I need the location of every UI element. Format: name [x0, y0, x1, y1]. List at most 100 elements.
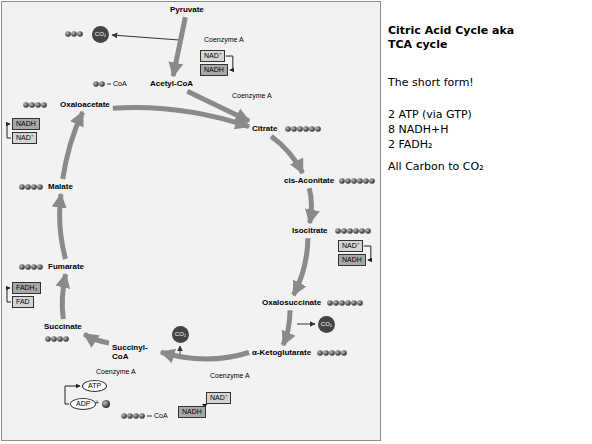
- carbon-atom: [363, 178, 369, 184]
- cycle-arrow: [60, 194, 66, 259]
- carbon-atom: [315, 126, 321, 132]
- carbon-atom: [365, 228, 371, 234]
- node-text: Succinate: [44, 322, 82, 331]
- node-text: NADH: [16, 120, 36, 128]
- diagram-label: Coenzyme A: [96, 368, 136, 375]
- carbon-atom: [65, 31, 71, 37]
- node-text: NADH: [342, 256, 362, 264]
- carbon-atom: [127, 413, 133, 419]
- cofactor-box: NAD⁺: [12, 132, 37, 144]
- node-text: Malate: [48, 182, 73, 191]
- carbon-atom: [41, 102, 47, 108]
- cofactor-box: NADH: [200, 64, 228, 76]
- carbon-atom: [139, 413, 145, 419]
- carbon-atom: [341, 228, 347, 234]
- carbon-atom: [121, 413, 127, 419]
- carbon-atom: [357, 300, 363, 306]
- cycle-arrow: [113, 108, 249, 127]
- diagram-label: CoA: [154, 412, 168, 419]
- cofactor-box: FADH₂: [12, 282, 41, 294]
- carbon-atom: [359, 228, 365, 234]
- node-text: FAD: [16, 298, 30, 306]
- summary-line: The short form!: [388, 76, 474, 89]
- cycle-arrow: [173, 17, 185, 76]
- slide-title: Citric Acid Cycle aka TCA cycle: [388, 24, 523, 52]
- carbon-atom: [347, 228, 353, 234]
- coa-bond: [147, 416, 152, 417]
- carbon-atom: [31, 184, 37, 190]
- carbon-atom: [57, 336, 63, 342]
- node-text: CO₂: [175, 331, 186, 338]
- cycle-arrow: [63, 112, 83, 179]
- cofactor-arrow: [7, 124, 11, 138]
- cofactor-box: NADH: [178, 406, 206, 418]
- cofactor-arrow: [7, 288, 11, 302]
- carbon-atom: [351, 300, 357, 306]
- carbon-atom: [23, 102, 29, 108]
- cofactor-box: NAD⁺: [338, 240, 363, 252]
- cycle-arrow: [161, 352, 249, 359]
- cofactor-box: NAD⁺: [206, 392, 231, 404]
- carbon-atom: [25, 184, 31, 190]
- carbon-atom: [31, 264, 37, 270]
- image-frame: [2, 2, 381, 441]
- carbon-atom: [133, 413, 139, 419]
- node-text: CO₂: [321, 321, 332, 328]
- cycle-arrow: [309, 188, 311, 223]
- co2-release-arrow: [297, 324, 315, 325]
- node-text: NAD⁺: [342, 242, 359, 250]
- metabolite-name: Acetyl-CoA: [150, 79, 193, 88]
- carbon-atom: [369, 178, 375, 184]
- node-text: FADH₂: [16, 284, 37, 292]
- cofactor-box: NADH: [338, 254, 366, 266]
- carbon-atom: [323, 350, 329, 356]
- carbon-atom: [63, 336, 69, 342]
- cycle-arrow: [84, 334, 109, 343]
- carbon-atom: [341, 350, 347, 356]
- carbon-atom: [303, 126, 309, 132]
- node-text: Oxaloacetate: [60, 100, 110, 109]
- node-text: cis-Aconitate: [284, 176, 334, 185]
- carbon-atom: [309, 126, 315, 132]
- carbon-atom: [93, 81, 99, 87]
- carbon-atom: [345, 178, 351, 184]
- metabolite-name: cis-Aconitate: [284, 176, 334, 185]
- carbon-atom: [51, 336, 57, 342]
- carbon-atom: [339, 300, 345, 306]
- carbon-atom: [71, 31, 77, 37]
- diagram-label: CoA: [113, 80, 127, 87]
- node-text: Acetyl-CoA: [150, 79, 193, 88]
- carbon-atom: [329, 350, 335, 356]
- carbon-atom: [333, 300, 339, 306]
- carbon-atom: [351, 178, 357, 184]
- summary-line: 2 ATP (via GTP): [388, 108, 472, 121]
- node-text: α-Ketoglutarate: [252, 348, 311, 357]
- metabolite-name: Pyruvate: [170, 5, 204, 14]
- metabolite-name: Malate: [48, 182, 73, 191]
- diagram-label: Coenzyme A: [204, 36, 244, 43]
- carbon-atom: [285, 126, 291, 132]
- node-text: Pyruvate: [170, 5, 204, 14]
- node-text: NAD⁺: [16, 134, 33, 142]
- co2-release-arrow: [180, 346, 181, 355]
- summary-line: 8 NADH+H: [388, 123, 448, 136]
- summary-line: All Carbon to CO₂: [388, 160, 484, 173]
- carbon-atoms: [19, 31, 375, 419]
- metabolite-name: Isocitrate: [292, 226, 328, 235]
- nucleotide-oval: ATP: [82, 380, 107, 392]
- carbon-atom: [345, 300, 351, 306]
- metabolite-name: Citrate: [252, 124, 277, 133]
- carbon-atom: [353, 228, 359, 234]
- cycle-arrow: [271, 136, 302, 173]
- carbon-atom: [37, 184, 43, 190]
- carbon-atom: [335, 350, 341, 356]
- metabolite-name: Succinate: [44, 322, 82, 331]
- diagram-label: +: [95, 399, 99, 406]
- cofactor-box: NAD⁺: [200, 50, 225, 62]
- co2-circle: CO₂: [318, 316, 335, 333]
- cycle-arrow: [293, 238, 307, 295]
- metabolite-name: Oxaloacetate: [60, 100, 110, 109]
- carbon-atom: [327, 300, 333, 306]
